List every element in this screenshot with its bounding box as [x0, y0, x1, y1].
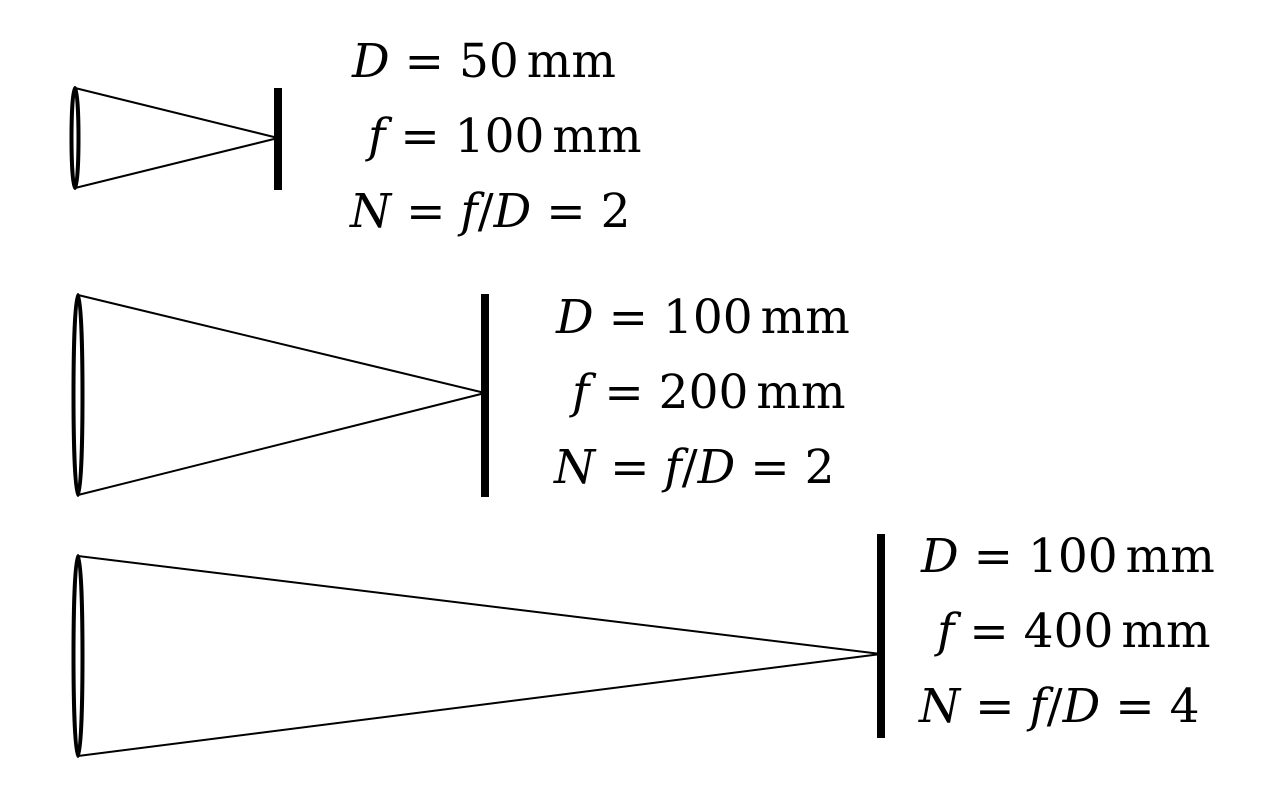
focal-length-value-2: 200 — [659, 365, 749, 420]
equals-sign: = — [1100, 679, 1169, 734]
equals-sign: = — [531, 184, 600, 239]
f-number-value-2: 2 — [805, 440, 835, 495]
equals-sign: = — [385, 109, 454, 164]
f-number-symbol: N — [918, 679, 962, 734]
unit-label: mm — [552, 109, 641, 164]
ray-bottom-3 — [77, 653, 882, 757]
equals-sign: = — [390, 34, 459, 89]
lens-2 — [71, 293, 85, 497]
equals-sign: = — [595, 440, 664, 495]
equals-sign: = — [594, 290, 663, 345]
unit-label: mm — [761, 290, 850, 345]
focal-length-value-1: 100 — [455, 109, 545, 164]
division-slash: / — [478, 184, 494, 239]
unit-label: mm — [1126, 529, 1215, 584]
division-slash: / — [682, 440, 698, 495]
ray-bottom-1 — [74, 137, 279, 189]
lens-1 — [69, 86, 81, 190]
equals-sign: = — [959, 529, 1028, 584]
optics-drawing-3 — [71, 534, 885, 758]
optics-drawing-1 — [69, 86, 282, 190]
optics-drawing-2 — [71, 293, 489, 497]
ray-top-3 — [77, 555, 882, 655]
aperture-symbol: D — [920, 529, 959, 584]
f-number-symbol: N — [553, 440, 597, 495]
f-number-equation-3: N = f/D = 4 — [918, 679, 1200, 734]
f-number-equation-2: N = f/D = 2 — [553, 440, 835, 495]
aperture-value-1: 50 — [459, 34, 519, 89]
focal-length-value-3: 400 — [1024, 604, 1114, 659]
aperture-symbol: D — [1062, 679, 1101, 734]
ray-top-1 — [74, 87, 279, 139]
unit-label: mm — [527, 34, 616, 89]
aperture-symbol: D — [697, 440, 736, 495]
equals-sign: = — [960, 679, 1029, 734]
ray-bottom-2 — [77, 392, 486, 496]
f-number-equation-1: N = f/D = 2 — [349, 184, 631, 239]
f-number-value-1: 2 — [601, 184, 631, 239]
equals-sign: = — [391, 184, 460, 239]
aperture-value-2: 100 — [663, 290, 753, 345]
f-number-value-3: 4 — [1170, 679, 1200, 734]
ray-top-2 — [77, 294, 486, 394]
lens-3 — [71, 554, 85, 758]
division-slash: / — [1047, 679, 1063, 734]
equals-sign: = — [954, 604, 1023, 659]
aperture-symbol: D — [493, 184, 532, 239]
unit-label: mm — [1121, 604, 1210, 659]
equals-sign: = — [589, 365, 658, 420]
equals-sign: = — [735, 440, 804, 495]
aperture-value-3: 100 — [1028, 529, 1118, 584]
f-number-symbol: N — [349, 184, 393, 239]
aperture-symbol: D — [555, 290, 594, 345]
aperture-symbol: D — [351, 34, 390, 89]
unit-label: mm — [756, 365, 845, 420]
